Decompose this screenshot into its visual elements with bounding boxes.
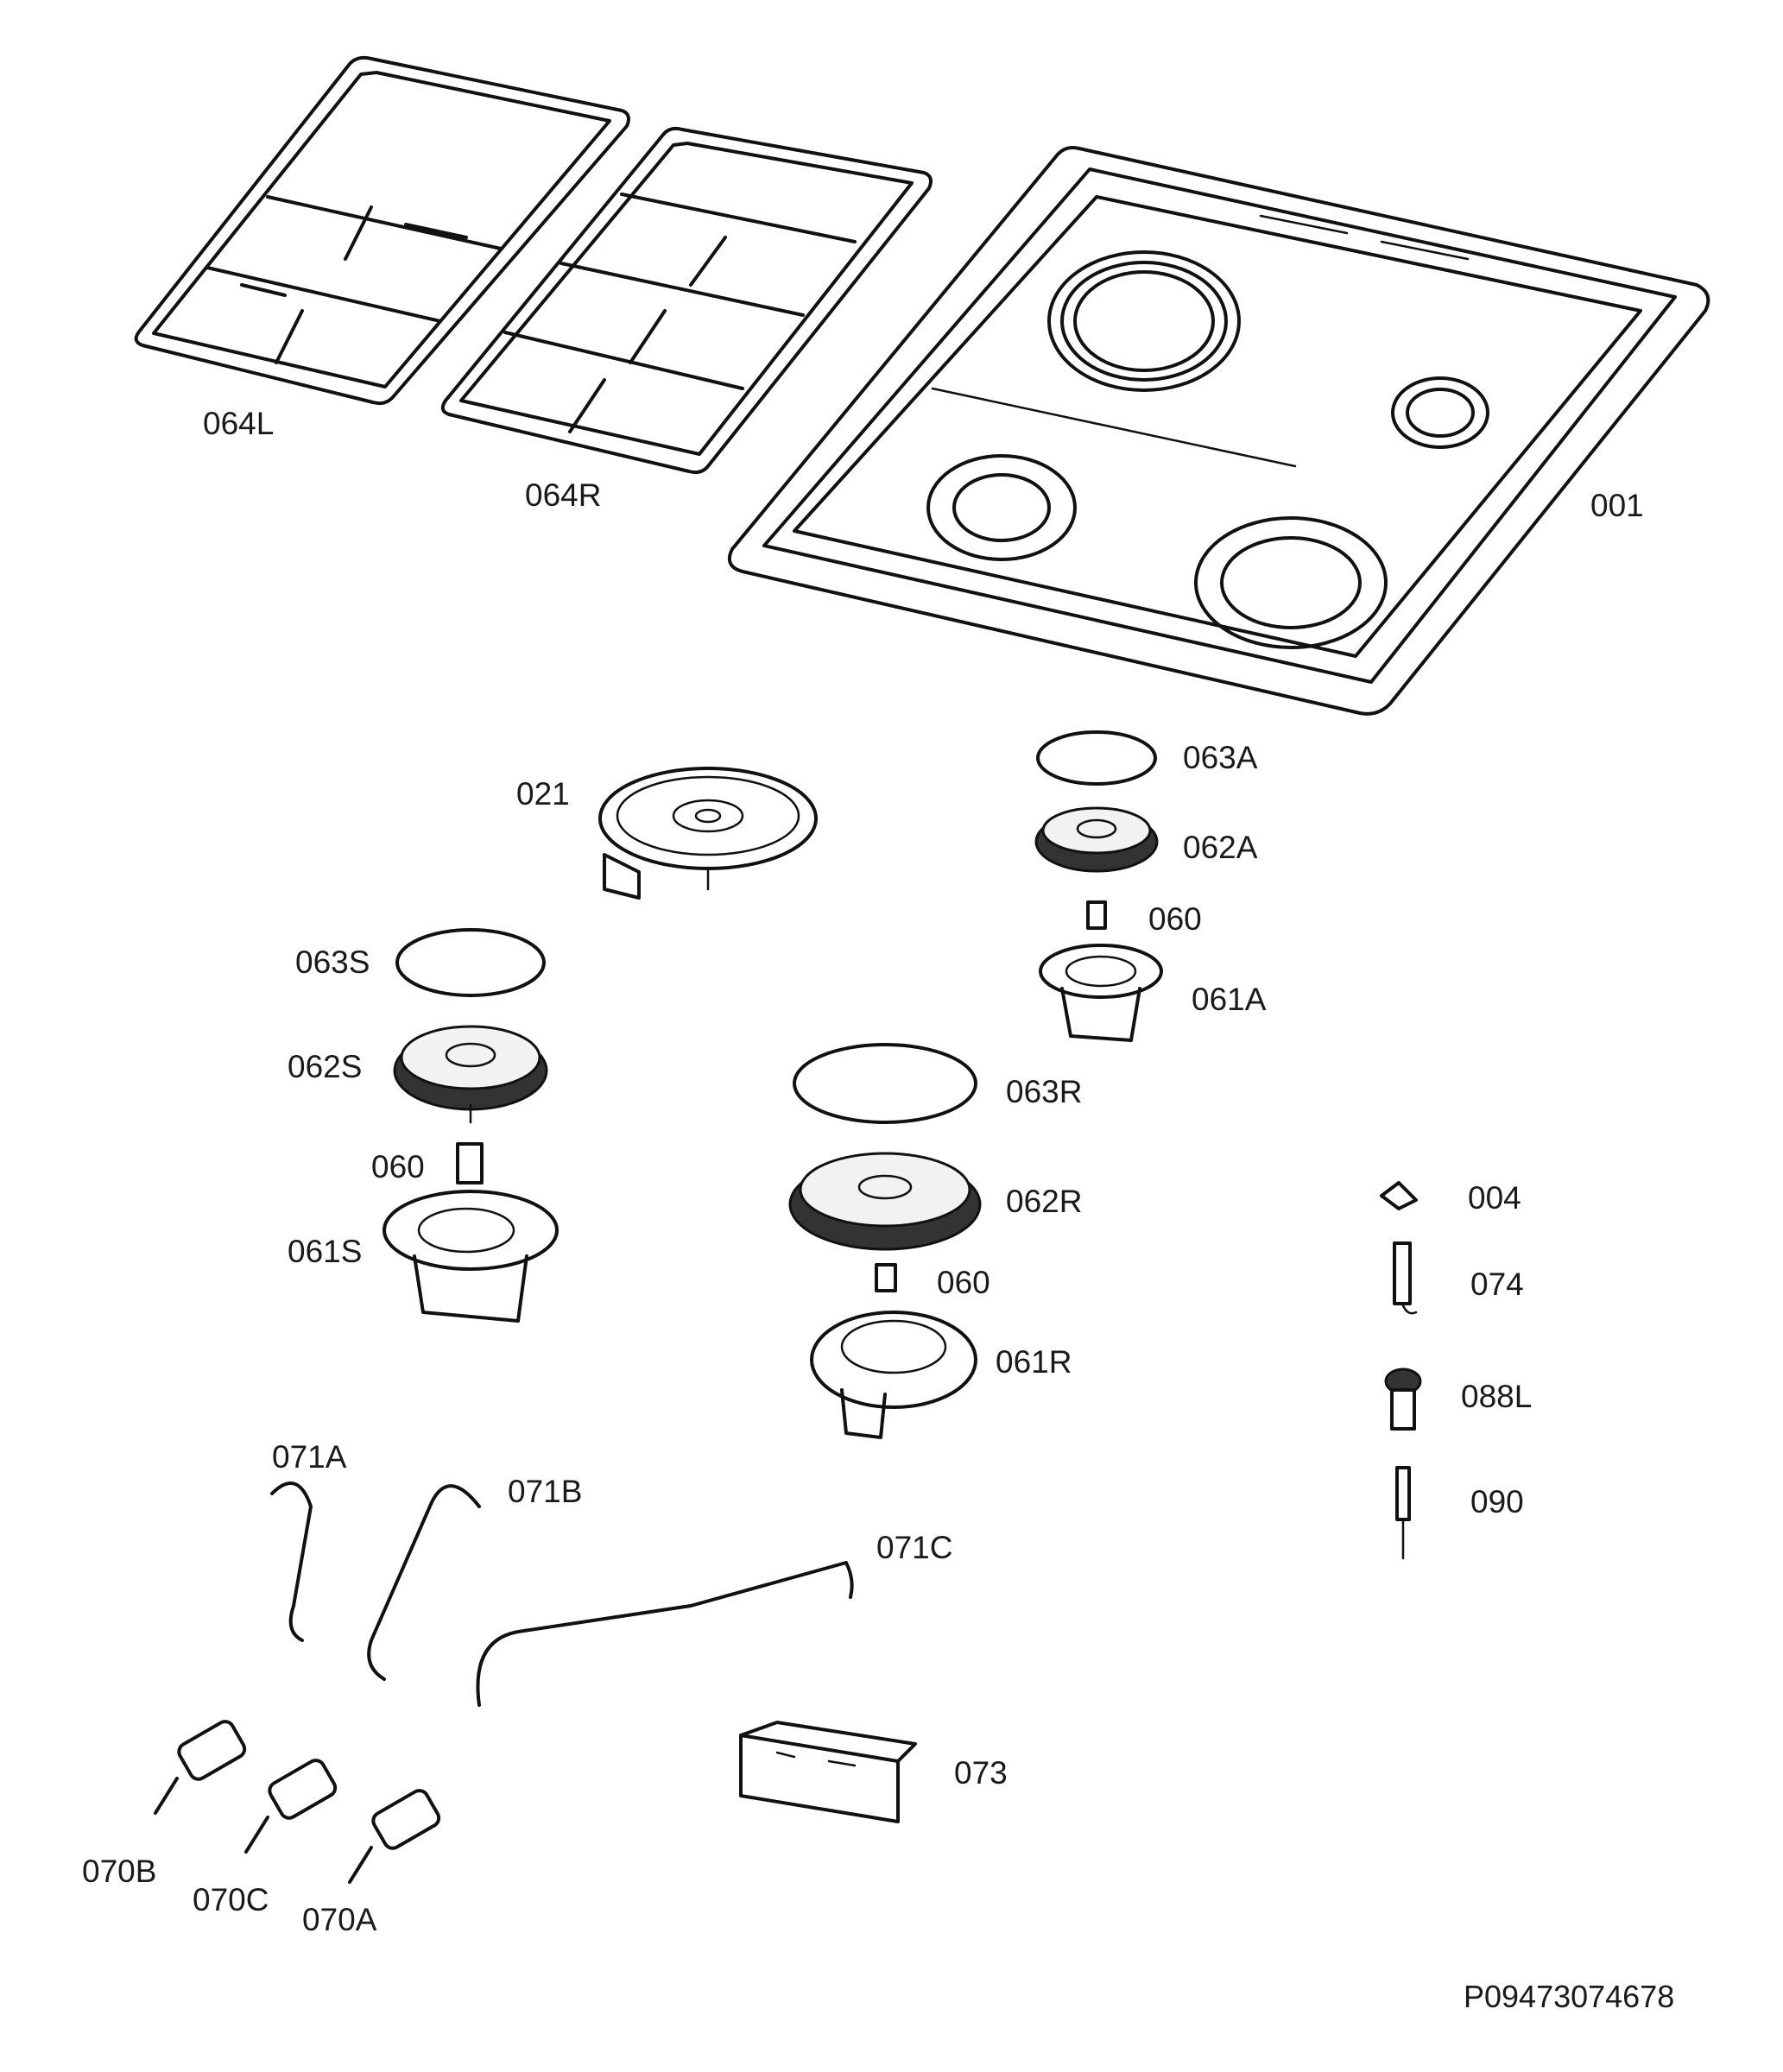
label-071C: 071C bbox=[876, 1530, 952, 1565]
label-063A: 063A bbox=[1183, 740, 1258, 775]
burner-base-rapid bbox=[810, 1311, 977, 1439]
label-060-rapid: 060 bbox=[937, 1265, 990, 1300]
gas-tap-070b bbox=[154, 1720, 247, 1815]
pan-support-right bbox=[440, 126, 933, 475]
pan-support-left bbox=[134, 55, 630, 406]
label-061S: 061S bbox=[288, 1234, 362, 1269]
label-063R: 063R bbox=[1006, 1074, 1082, 1109]
burner-base-semi-rapid bbox=[383, 1190, 559, 1323]
label-062R: 062R bbox=[1006, 1184, 1082, 1219]
burner-cap-rapid bbox=[793, 1043, 977, 1124]
clip-part bbox=[1380, 1181, 1418, 1210]
thermocouple bbox=[1395, 1466, 1411, 1560]
label-064L: 064L bbox=[203, 406, 274, 441]
label-090: 090 bbox=[1470, 1484, 1524, 1519]
gas-pipe-071b bbox=[367, 1484, 481, 1681]
label-061R: 061R bbox=[996, 1344, 1072, 1380]
label-070C: 070C bbox=[193, 1882, 269, 1917]
gas-pipe-071a bbox=[270, 1481, 313, 1642]
burner-crown-auxiliary bbox=[1034, 806, 1159, 873]
label-060-semi-rapid: 060 bbox=[371, 1149, 425, 1184]
electric-hotplate bbox=[598, 767, 818, 900]
spark-generator bbox=[739, 1721, 917, 1823]
hob-top-plate bbox=[728, 146, 1710, 716]
gas-tap-070c bbox=[244, 1759, 338, 1854]
label-073: 073 bbox=[954, 1755, 1008, 1791]
burner-cap-semi-rapid bbox=[395, 928, 546, 997]
label-060-auxiliary: 060 bbox=[1148, 901, 1202, 937]
label-021: 021 bbox=[516, 776, 570, 812]
label-070B: 070B bbox=[82, 1854, 156, 1889]
burner-base-auxiliary bbox=[1039, 944, 1163, 1042]
ignition-electrode bbox=[1393, 1241, 1418, 1315]
burner-crown-rapid bbox=[788, 1152, 982, 1251]
label-062S: 062S bbox=[288, 1049, 362, 1084]
burner-crown-semi-rapid bbox=[393, 1025, 548, 1124]
injector-auxiliary bbox=[1086, 900, 1107, 930]
gas-pipe-071c bbox=[476, 1561, 854, 1707]
label-061A: 061A bbox=[1192, 982, 1267, 1017]
injector-semi-rapid bbox=[456, 1142, 484, 1184]
label-004: 004 bbox=[1468, 1180, 1521, 1216]
label-064R: 064R bbox=[525, 477, 601, 513]
label-062A: 062A bbox=[1183, 830, 1258, 865]
label-001: 001 bbox=[1590, 488, 1644, 523]
label-070A: 070A bbox=[302, 1902, 377, 1937]
drawing-code: P09473074678 bbox=[1464, 1979, 1674, 2014]
gas-tap-070a bbox=[348, 1789, 441, 1884]
injector-rapid bbox=[875, 1263, 897, 1292]
label-063S: 063S bbox=[295, 944, 370, 980]
nut-part bbox=[1384, 1368, 1422, 1431]
burner-cap-auxiliary bbox=[1036, 730, 1157, 786]
label-074: 074 bbox=[1470, 1267, 1524, 1302]
label-071A: 071A bbox=[272, 1439, 347, 1475]
label-071B: 071B bbox=[508, 1474, 582, 1509]
label-088L: 088L bbox=[1461, 1379, 1532, 1414]
